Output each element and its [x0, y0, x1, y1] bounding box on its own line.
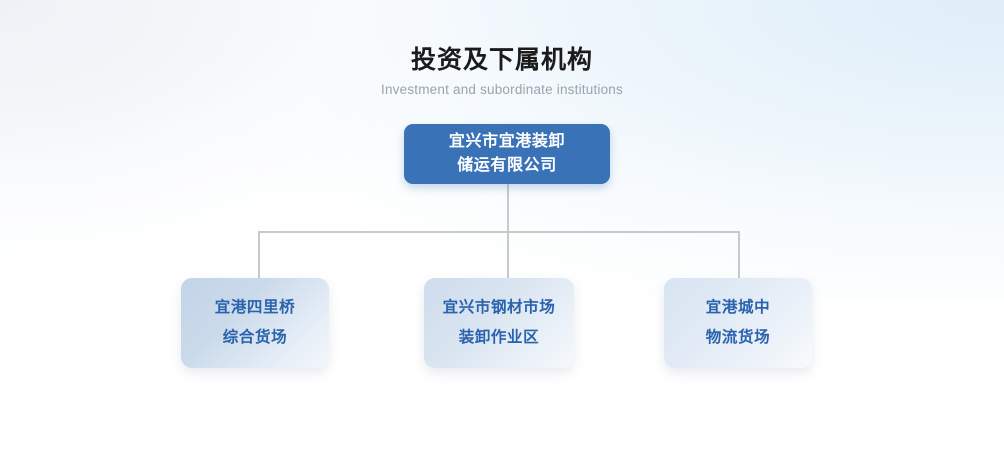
org-node-child-1-line-2: 综合货场 [222, 329, 288, 346]
org-node-child-2-line-1: 宜兴市钢材市场 [442, 299, 556, 316]
page-title: 投资及下属机构 [410, 46, 593, 74]
org-node-child-2-line-2: 装卸作业区 [458, 329, 540, 346]
connector-drop-middle [507, 231, 509, 280]
org-node-child-1[interactable]: 宜港四里桥 综合货场 [181, 278, 329, 368]
org-node-root-line-1: 宜兴市宜港装卸 [448, 133, 566, 150]
org-node-child-2[interactable]: 宜兴市钢材市场 装卸作业区 [424, 278, 574, 368]
page-subtitle: Investment and subordinate institutions [381, 82, 623, 97]
page-heading: 投资及下属机构 Investment and subordinate insti… [0, 44, 1004, 98]
org-node-child-3[interactable]: 宜港城中 物流货场 [664, 278, 812, 368]
connector-bus-horizontal [258, 231, 740, 233]
connector-drop-right [738, 231, 740, 280]
org-node-child-3-line-2: 物流货场 [705, 329, 771, 346]
org-node-child-1-line-1: 宜港四里桥 [214, 299, 296, 316]
connector-drop-left [258, 231, 260, 280]
org-node-root-line-2: 储运有限公司 [457, 157, 557, 174]
org-node-root[interactable]: 宜兴市宜港装卸 储运有限公司 [404, 124, 610, 184]
connector-trunk-vertical [507, 182, 509, 232]
org-node-child-3-line-1: 宜港城中 [705, 299, 771, 316]
